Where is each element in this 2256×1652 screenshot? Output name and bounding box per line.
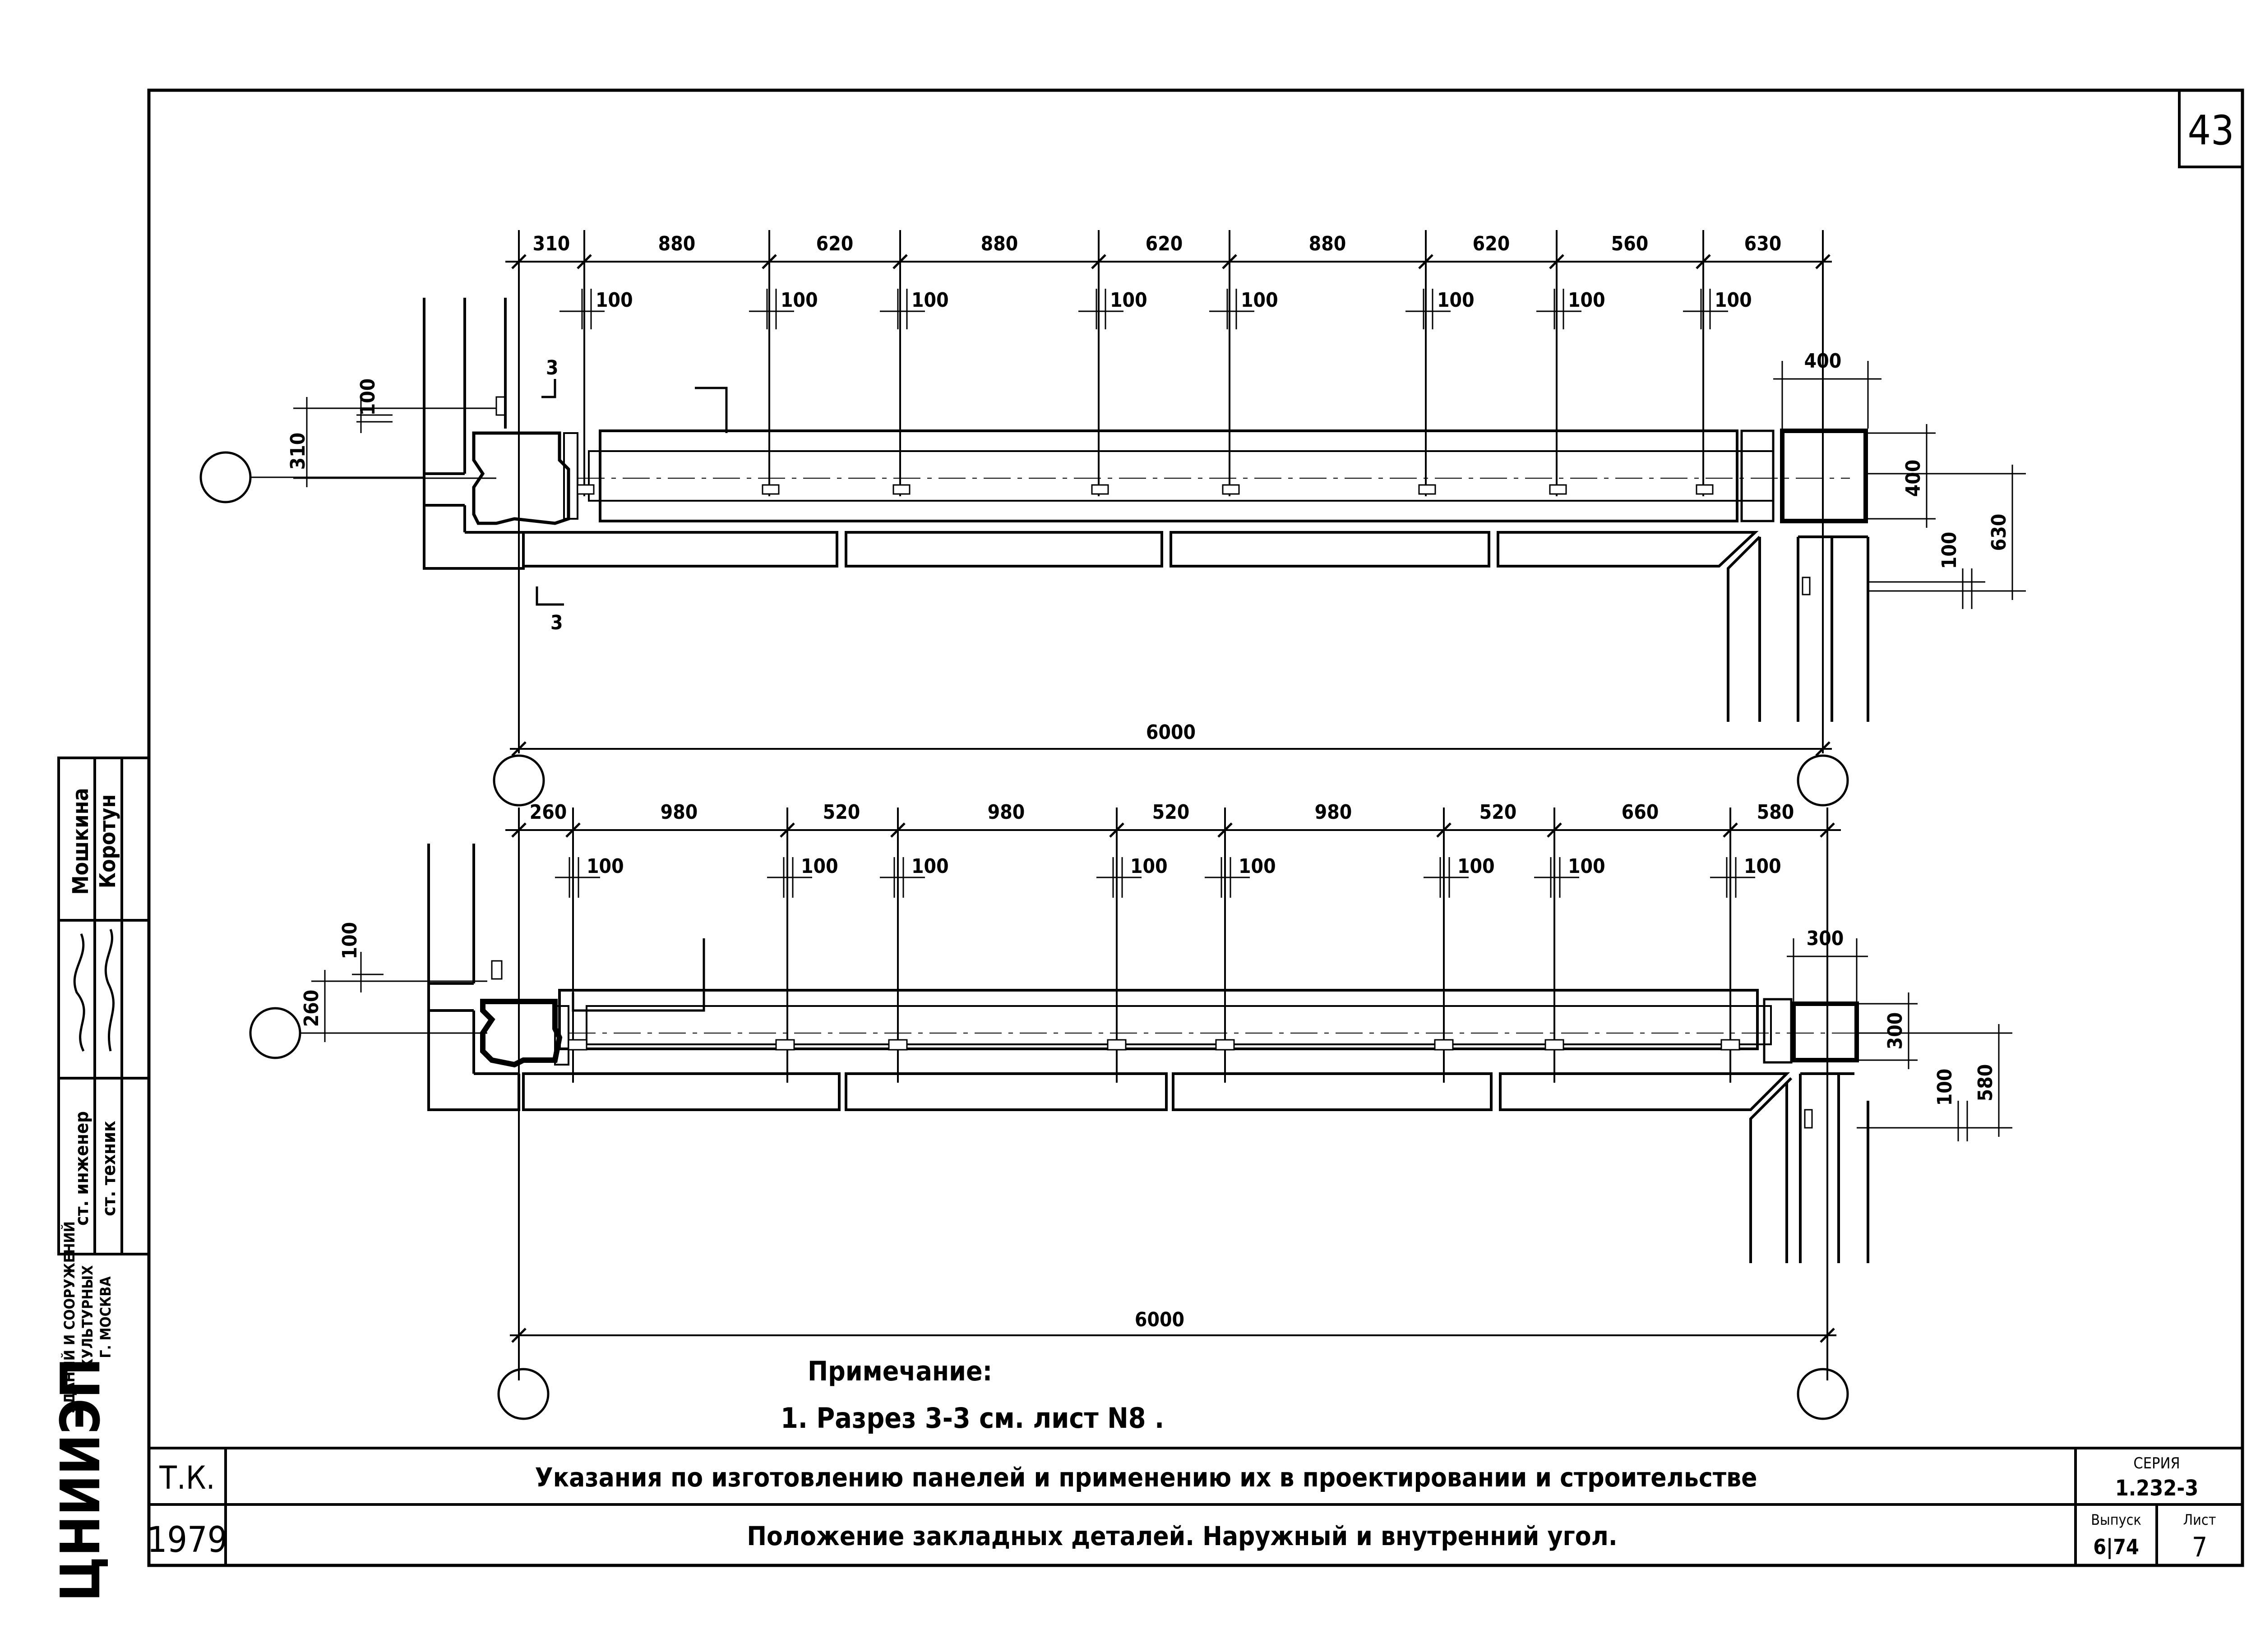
bottom-small-2: 100 [801, 855, 838, 878]
sheet-number-box: 43 [2178, 89, 2244, 168]
bottom-dim-7: 520 [1479, 801, 1517, 824]
top-dim-2: 880 [658, 232, 696, 255]
top-small-7: 100 [1568, 289, 1605, 312]
bottom-dim-3: 520 [823, 801, 860, 824]
top-dim-1: 310 [533, 232, 570, 255]
bottom-small-5: 100 [1239, 855, 1276, 878]
top-left-dim-100: 100 [356, 378, 379, 416]
stamp-title-2: Положение закладных деталей. Наружный и … [747, 1521, 1617, 1551]
note-block: Примечание: 1. Разрез 3-3 см. лист N8 . [781, 1356, 1164, 1435]
stamp-name-1: Мошкина [68, 788, 93, 895]
top-dim-7: 620 [1473, 232, 1510, 255]
section-label-bottom: 3 [550, 611, 563, 634]
signature-2 [104, 929, 115, 1052]
bottom-small-4: 100 [1130, 855, 1168, 878]
stamp-org-sub-2: КУЛЬТУРНЫХ [79, 1265, 96, 1370]
top-small-3: 100 [911, 289, 949, 312]
top-left-dim-310: 310 [287, 433, 310, 470]
stamp-org-sub-3: Г. МОСКВА [97, 1276, 114, 1358]
bottom-dim-8: 660 [1622, 801, 1659, 824]
bottom-small-1: 100 [587, 855, 624, 878]
stamp-org-sub-1: ЗДАНИЙ И СООРУЖЕНИЙ [61, 1221, 78, 1413]
bottom-plan: 260 980 520 980 520 980 520 660 580 [249, 801, 2012, 1420]
bottom-left-dim-260: 260 [300, 990, 323, 1027]
top-dim-3: 620 [816, 232, 854, 255]
bottom-dim-4: 980 [988, 801, 1025, 824]
top-plan: 310 880 620 880 620 880 620 560 630 [199, 230, 2026, 807]
bottom-left-dim-100: 100 [338, 922, 361, 960]
bottom-dim-6: 980 [1315, 801, 1352, 824]
bottom-dim-2: 980 [661, 801, 698, 824]
bottom-col-dim: 300 [1807, 927, 1844, 950]
top-small-6: 100 [1437, 289, 1475, 312]
top-small-5: 100 [1241, 289, 1278, 312]
axis-bubble-bottom-a [497, 1368, 550, 1420]
bottom-right-dim-580: 580 [1974, 1064, 1997, 1102]
top-col-depth: 400 [1902, 460, 1925, 497]
bottom-small-3: 100 [911, 855, 949, 878]
top-dim-9: 630 [1744, 232, 1782, 255]
bottom-small-7: 100 [1568, 855, 1605, 878]
axis-bubble-top-left [199, 451, 252, 503]
top-dim-6: 880 [1309, 232, 1346, 255]
top-small-8: 100 [1715, 289, 1752, 312]
top-small-4: 100 [1110, 289, 1147, 312]
top-small-1: 100 [596, 289, 633, 312]
axis-bubble-top-a [493, 754, 545, 807]
issue-value: 6|74 [2093, 1535, 2139, 1560]
axis-bubble-bottom-left [249, 1007, 301, 1059]
bottom-col-depth: 300 [1884, 1012, 1907, 1050]
top-total-dim: 6000 [1146, 721, 1196, 744]
stamp-year: 1979 [147, 1520, 228, 1560]
sheet-number: 43 [2187, 107, 2234, 154]
top-col-dim: 400 [1804, 350, 1842, 373]
top-dim-4: 880 [981, 232, 1018, 255]
bottom-dim-1: 260 [530, 801, 567, 824]
signature-1 [73, 933, 85, 1052]
series-label: СЕРИЯ [2133, 1454, 2180, 1472]
bottom-total-dim: 6000 [1135, 1308, 1184, 1331]
title-block: Т.К. 1979 Указания по изготовлению панел… [147, 1447, 2242, 1565]
section-label-top: 3 [546, 356, 559, 379]
top-right-dim-100: 100 [1938, 532, 1961, 569]
axis-bubble-bottom-b [1797, 1368, 1849, 1420]
bottom-dim-9: 580 [1757, 801, 1794, 824]
series-value: 1.232-3 [2115, 1476, 2199, 1501]
bottom-small-6: 100 [1457, 855, 1495, 878]
left-side-stamp: Мошкина Коротун ст. инженер ст. техник З… [50, 757, 150, 1602]
note-line-1: 1. Разрез 3-3 см. лист N8 . [781, 1402, 1164, 1435]
sheet-frame [147, 88, 2244, 1567]
axis-bubble-top-b [1797, 754, 1849, 807]
top-dim-8: 560 [1611, 232, 1649, 255]
stamp-role-1: ст. инженер [72, 1111, 92, 1226]
issue-label: Выпуск [2091, 1511, 2141, 1528]
note-title: Примечание: [808, 1356, 992, 1387]
bottom-right-dim-100: 100 [1933, 1069, 1956, 1106]
sheet-label: Лист [2183, 1511, 2216, 1528]
stamp-title-1: Указания по изготовлению панелей и приме… [535, 1462, 1757, 1493]
bottom-dim-5: 520 [1152, 801, 1190, 824]
stamp-name-2: Коротун [95, 794, 120, 889]
top-dim-5: 620 [1146, 232, 1183, 255]
top-small-2: 100 [781, 289, 818, 312]
top-right-dim-630: 630 [1988, 514, 2011, 551]
stamp-role-2: ст. техник [99, 1121, 120, 1216]
sheet-value: 7 [2192, 1532, 2207, 1563]
stamp-code: Т.К. [159, 1459, 215, 1496]
stamp-org: ЦНИИЭП [50, 1358, 112, 1602]
bottom-small-8: 100 [1744, 855, 1781, 878]
